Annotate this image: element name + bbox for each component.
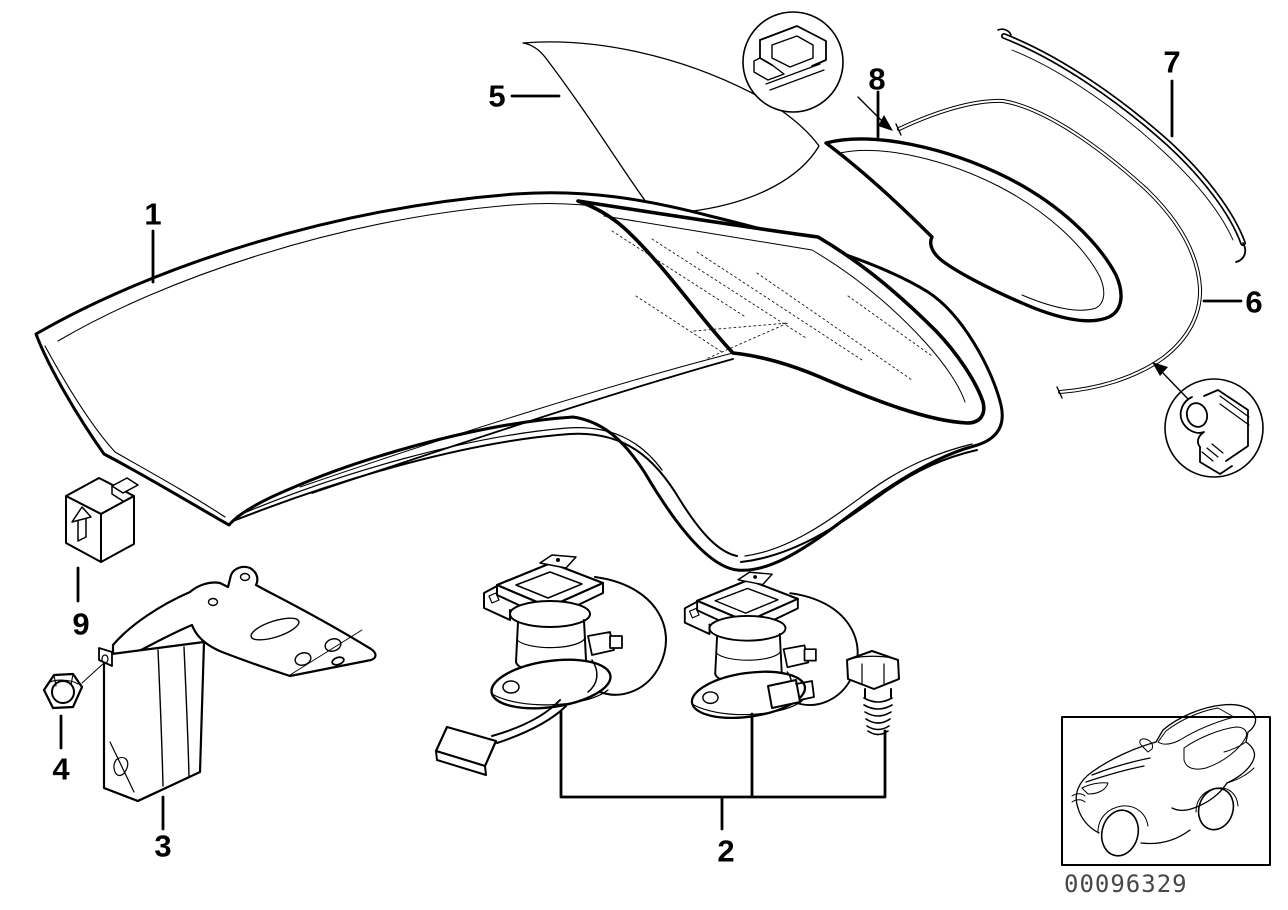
callout-part-3[interactable]: 3 (154, 828, 172, 864)
callout-part-5[interactable]: 5 (488, 78, 506, 114)
roof-trim-strip-drawing (997, 28, 1247, 263)
callout-part-7[interactable]: 7 (1163, 44, 1181, 80)
callout-part-2[interactable]: 2 (717, 833, 735, 869)
rear-window-glass-drawing (522, 41, 820, 213)
latch-drawing-left (434, 553, 668, 776)
vehicle-coupe-icon (1071, 703, 1257, 857)
inset-arrow (857, 96, 885, 124)
callout-part-8[interactable]: 8 (868, 61, 886, 97)
callout-part-4[interactable]: 4 (52, 751, 70, 787)
callout-part-6[interactable]: 6 (1245, 284, 1263, 320)
glass-reflection-hatching (611, 230, 933, 381)
thumbnail-frame (1061, 716, 1271, 866)
inset-arrow (1161, 371, 1189, 400)
vehicle-thumbnail (1061, 703, 1271, 866)
bulb-seal-profile-inset (1152, 362, 1264, 478)
callout-part-1[interactable]: 1 (144, 196, 162, 232)
bolt-drawing (846, 650, 900, 736)
gasket-strip-drawing (895, 98, 1203, 399)
bracket-drawing (98, 565, 377, 803)
hex-nut-drawing (42, 662, 105, 710)
callout-leader-lines (59, 79, 1243, 831)
side-window-seal-drawing (824, 137, 1123, 323)
wedge-block-drawing (65, 477, 139, 563)
clip-profile-inset (742, 11, 893, 131)
latch-drawing-right (683, 571, 859, 726)
hardtop-shell-drawing (34, 191, 1004, 572)
diagram-image-id: 00096329 (1064, 870, 1188, 898)
callout-part-9[interactable]: 9 (72, 606, 90, 642)
